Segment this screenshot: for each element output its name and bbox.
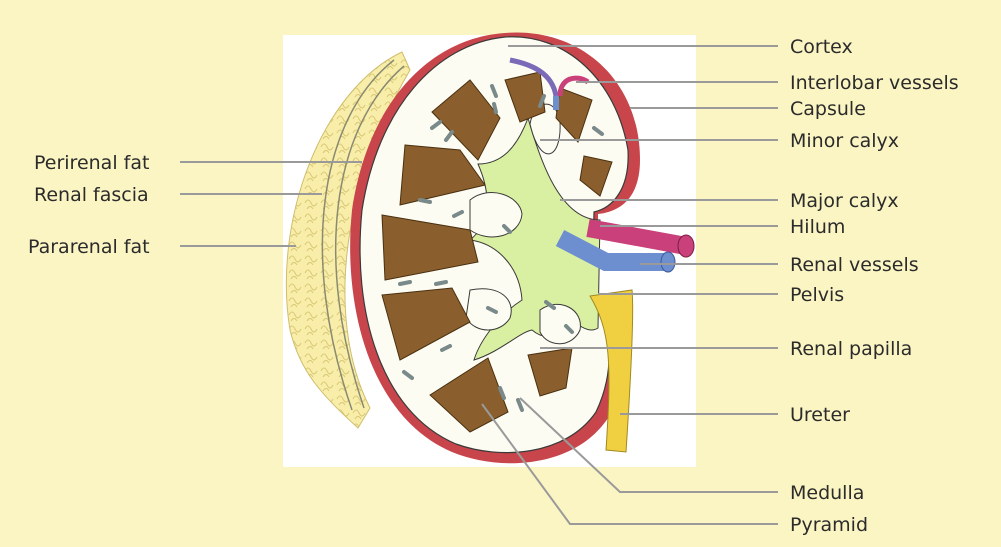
label-cortex: Cortex (790, 36, 853, 58)
label-perirenal-fat: Perirenal fat (34, 152, 149, 174)
label-hilum: Hilum (790, 216, 845, 238)
label-renal-vessels: Renal vessels (790, 254, 919, 276)
renal-vein-end (661, 252, 675, 272)
renal-artery-end (678, 235, 694, 257)
label-minor-calyx: Minor calyx (790, 130, 899, 152)
label-medulla: Medulla (790, 482, 864, 504)
label-ureter: Ureter (790, 404, 850, 426)
label-pyramid: Pyramid (790, 514, 868, 536)
label-pararenal-fat: Pararenal fat (28, 236, 150, 258)
label-pelvis: Pelvis (790, 284, 844, 306)
label-renal-fascia: Renal fascia (34, 184, 149, 206)
label-renal-papilla: Renal papilla (790, 338, 912, 360)
label-major-calyx: Major calyx (790, 190, 899, 212)
label-interlobar-vessels: Interlobar vessels (790, 72, 959, 94)
label-capsule: Capsule (790, 98, 866, 120)
